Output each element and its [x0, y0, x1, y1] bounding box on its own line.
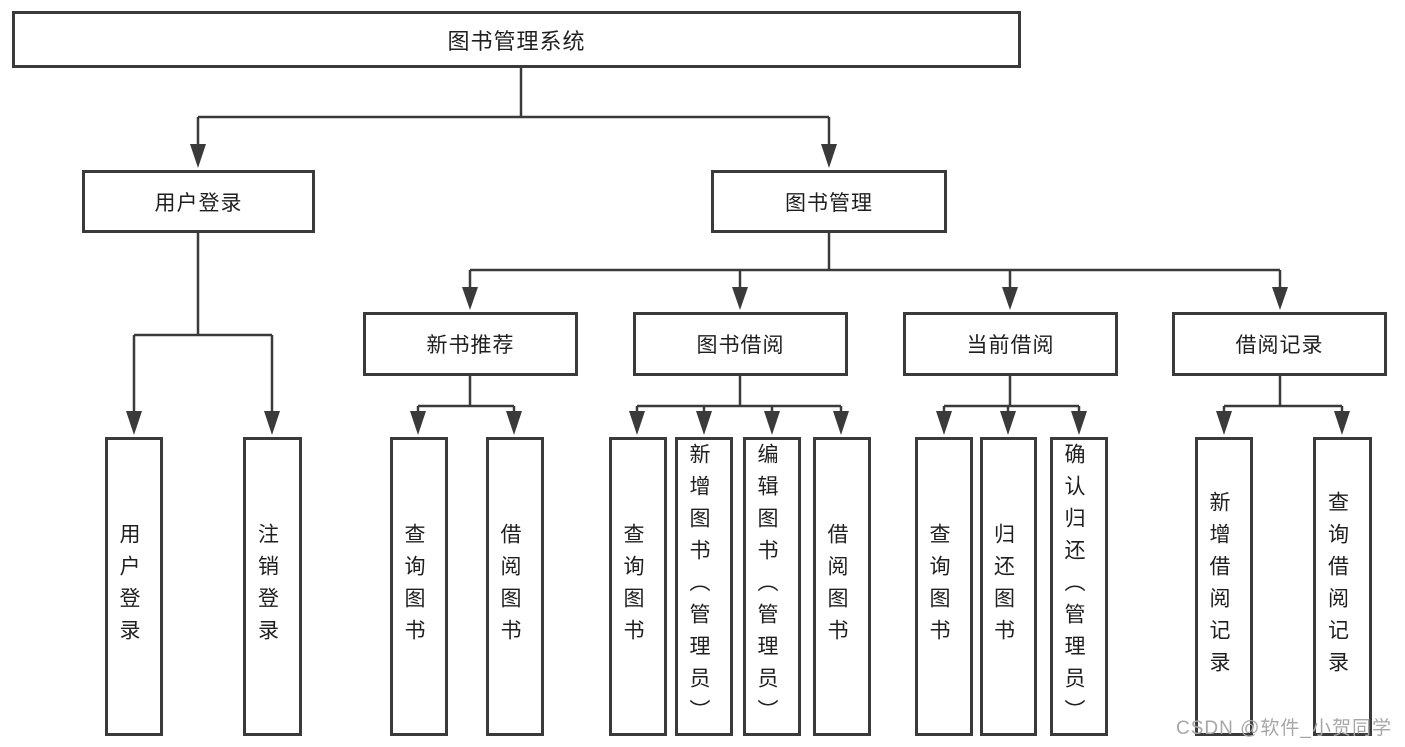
leaf-return-books: 归还图书 [980, 437, 1037, 736]
node-label: 图书管理 [785, 191, 873, 215]
leaf-edit-books-admin: 编辑图书（管理员） [743, 437, 801, 736]
node-borrowing-records: 借阅记录 [1172, 312, 1387, 376]
leaf-borrow-books: 借阅图书 [813, 437, 871, 736]
node-label: 借阅记录 [1235, 334, 1324, 357]
leaf-confirm-return-admin: 确认归还（管理员） [1050, 437, 1108, 736]
node-label: 借阅图书 [498, 522, 521, 651]
node-label: 注销登录 [255, 522, 279, 651]
arrowheads [126, 144, 1350, 435]
leaf-query-books-recommend: 查询图书 [390, 437, 448, 736]
node-label: 用户登录 [117, 522, 140, 651]
node-label: 图书借阅 [696, 334, 785, 357]
node-label: 用户登录 [154, 191, 243, 215]
leaf-add-books-admin: 新增图书（管理员） [675, 437, 733, 736]
node-label: 图书管理系统 [447, 28, 586, 54]
node-label: 新书推荐 [426, 334, 515, 357]
leaf-logout: 注销登录 [243, 437, 302, 736]
node-book-borrowing: 图书借阅 [633, 312, 848, 376]
node-label: 归还图书 [991, 522, 1015, 651]
watermark: CSDN @软件_小贺同学 [1176, 718, 1392, 739]
node-label: 新增图书（管理员） [687, 442, 710, 731]
node-label: 查询图书 [927, 522, 950, 651]
node-label: 当前借阅 [966, 334, 1055, 357]
node-label: 确认归还（管理员） [1062, 442, 1085, 731]
node-library-system: 图书管理系统 [12, 11, 1021, 68]
leaf-query-books-current: 查询图书 [915, 437, 973, 736]
node-current-borrowing: 当前借阅 [903, 312, 1118, 376]
node-new-book-recommendation: 新书推荐 [363, 312, 578, 376]
node-label: 借阅图书 [825, 522, 848, 651]
leaf-borrow-books-recommend: 借阅图书 [486, 437, 544, 736]
leaf-query-books-borrow: 查询图书 [609, 437, 667, 736]
node-label: 查询图书 [621, 522, 644, 651]
node-label: 编辑图书（管理员） [755, 442, 778, 731]
node-user-login: 用户登录 [82, 170, 315, 233]
node-book-management: 图书管理 [711, 170, 947, 233]
node-label: 新增借阅记录 [1207, 490, 1230, 683]
node-label: 查询图书 [402, 522, 425, 651]
leaf-add-borrow-record: 新增借阅记录 [1195, 437, 1253, 736]
node-label: 查询借阅记录 [1325, 490, 1349, 683]
leaf-query-borrow-record: 查询借阅记录 [1313, 437, 1372, 736]
leaf-user-login: 用户登录 [105, 437, 163, 736]
